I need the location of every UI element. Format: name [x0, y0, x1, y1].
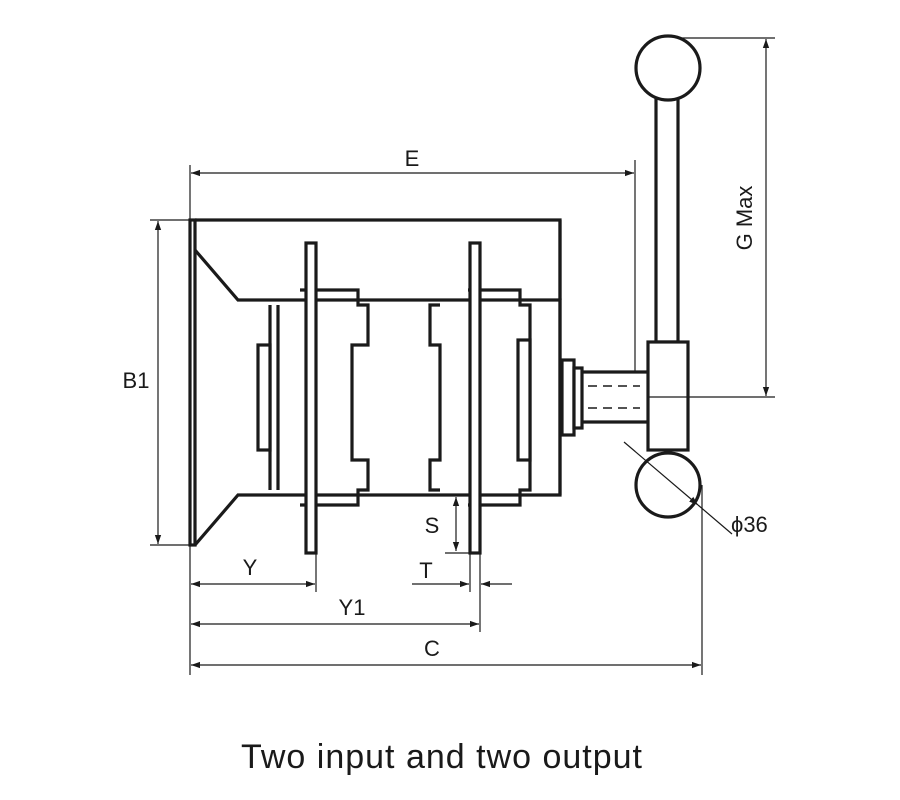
shaft-collar-inner — [572, 366, 584, 430]
dimensions: E G Max B1 S T Y Y1 C — [123, 37, 775, 675]
dim-y1-label: Y1 — [339, 595, 366, 620]
dim-t-label: T — [419, 558, 432, 583]
handle-knob-bottom — [634, 451, 702, 519]
dim-b1-label: B1 — [123, 368, 150, 393]
dim-g-label: G Max — [732, 186, 757, 251]
dim-c-label: C — [424, 636, 440, 661]
contact-block-a — [300, 288, 370, 507]
dim-dia-label: ϕ36 — [731, 512, 768, 537]
mounting-pin-b — [468, 241, 482, 555]
switch-body — [188, 218, 562, 555]
handle-knob-top — [634, 34, 702, 102]
mounting-pin-a — [304, 241, 318, 555]
pole-b-tab — [516, 338, 532, 462]
shaft-collar-outer — [560, 358, 576, 437]
dim-y-label: Y — [243, 555, 258, 580]
front-plate — [188, 218, 197, 547]
pole-a-tab — [256, 343, 272, 452]
dim-dia-leader-in — [623, 441, 699, 506]
housing-taper — [193, 248, 562, 547]
lever-rod — [654, 96, 680, 344]
dim-e-label: E — [405, 146, 420, 171]
handle-assembly — [560, 34, 702, 519]
contact-block-b-left — [428, 303, 442, 492]
dim-s-label: S — [425, 513, 440, 538]
diagram-caption: Two input and two output — [241, 738, 643, 776]
dim-dia-leader-out — [697, 504, 733, 535]
housing-top — [195, 218, 562, 300]
lever-hub — [646, 340, 690, 452]
